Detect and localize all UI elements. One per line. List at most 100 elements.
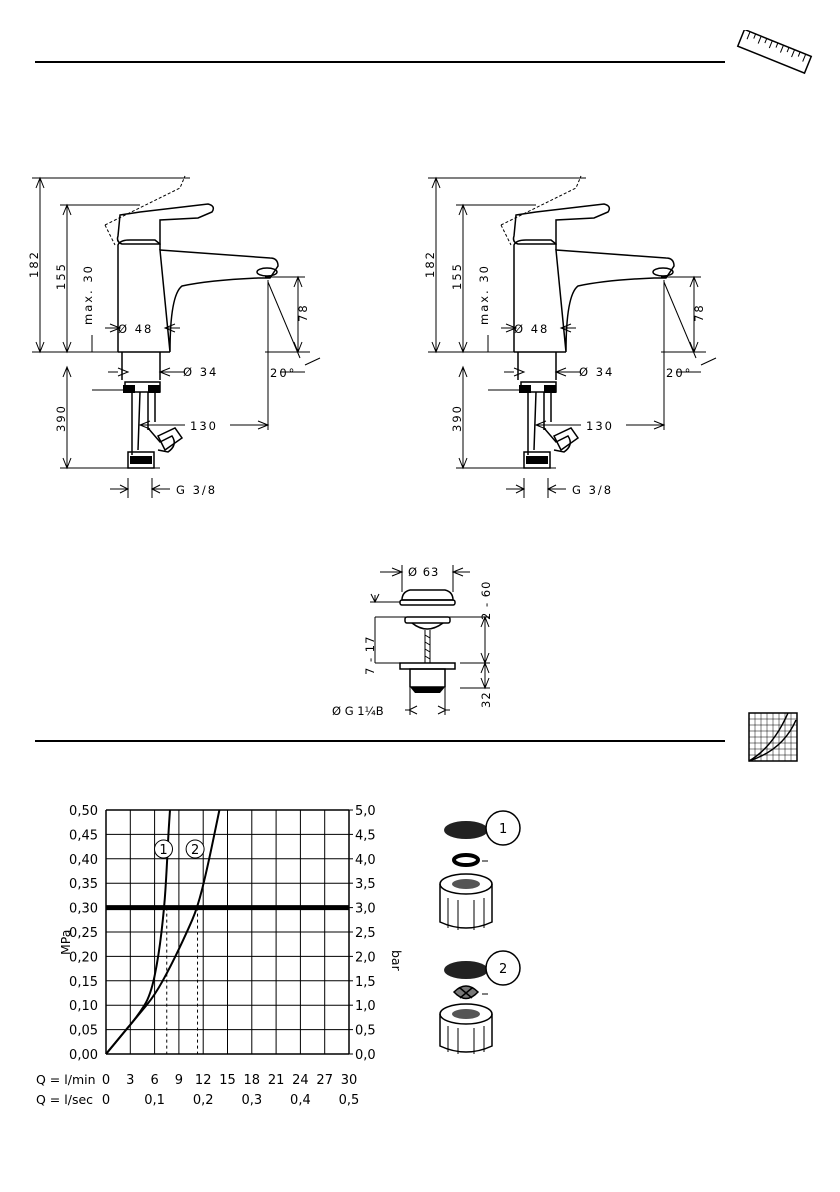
dim-130: 130 — [190, 419, 218, 433]
ruler-icon — [736, 30, 813, 75]
curve-label-circle-2 — [185, 839, 205, 859]
flow-chart: 0,500,450,400,350,300,250,200,150,100,05… — [36, 804, 404, 1108]
dim-63: Ø 63 — [408, 565, 439, 579]
tick-label-right: 2,0 — [355, 950, 376, 965]
aerator-2-restrictor — [452, 985, 480, 1000]
top-rule — [35, 61, 725, 63]
tick-label-left: 0,00 — [69, 1048, 98, 1063]
tick-label-x-sec: 0,1 — [144, 1093, 165, 1108]
tick-label-x-min: 6 — [150, 1073, 158, 1088]
tick-label-right: 4,5 — [355, 828, 376, 843]
tick-label-x-sec: 0,5 — [339, 1093, 360, 1108]
tick-label-left: 0,40 — [69, 853, 98, 868]
tick-label-x-min: 12 — [195, 1073, 212, 1088]
flow-chart-icon — [748, 712, 798, 762]
x-tick-labels-sec: 0 0,1 0,2 0,3 0,4 0,5 — [102, 1093, 359, 1108]
ylabel-right: bar — [389, 950, 404, 972]
tick-label-right: 2,5 — [355, 926, 376, 941]
dim-g38: G 3/8 — [572, 483, 613, 497]
tick-label-right: 1,0 — [355, 999, 376, 1014]
chart-grid — [105, 809, 350, 1055]
tick-label-right: 0,0 — [355, 1048, 376, 1063]
tick-label-right: 0,5 — [355, 1024, 376, 1039]
tick-label-left: 0,30 — [69, 902, 98, 917]
tick-label-x-min: 18 — [244, 1073, 261, 1088]
dim-2-60: 2 - 60 — [479, 581, 493, 620]
dim-182: 182 — [27, 250, 41, 278]
aerator-2-screen — [444, 961, 488, 979]
dimension-lines — [428, 176, 717, 498]
faucet-body — [500, 175, 675, 469]
dim-34: Ø 34 — [183, 365, 218, 379]
dim-78: 78 — [296, 303, 310, 322]
faucet-body — [104, 175, 279, 469]
section-rule — [35, 740, 725, 742]
dim-max30: max. 30 — [477, 264, 491, 325]
left-tick-labels: 0,50 0,45 0,40 0,35 0,30 0,25 0,20 0,15 0,10 0,05… — [69, 804, 98, 1063]
dim-182: 182 — [423, 250, 437, 278]
tick-label-left: 0,05 — [69, 1024, 98, 1039]
chart-curves — [105, 809, 221, 1055]
tick-label-right: 3,0 — [355, 902, 376, 917]
curve-label-circle-1 — [154, 839, 174, 859]
marker-2-label: 2 — [499, 962, 507, 977]
tick-label-x-min: 9 — [175, 1073, 183, 1088]
dim-130: 130 — [586, 419, 614, 433]
tick-label-left: 0,25 — [69, 926, 98, 941]
tick-label-x-min: 21 — [268, 1073, 285, 1088]
dim-7-17: 7 - 17 — [363, 636, 377, 675]
xlabel-min: Q = l/min — [36, 1072, 96, 1087]
tick-label-left: 0,20 — [69, 950, 98, 965]
tick-label-x-sec: 0,4 — [290, 1093, 311, 1108]
dim-390: 390 — [54, 404, 68, 432]
tick-label-left: 0,15 — [69, 975, 98, 990]
dim-155: 155 — [54, 262, 68, 290]
tick-label-left: 0,50 — [69, 804, 98, 819]
x-tick-labels-min: 0 3 6 9 12 15 18 21 24 27 30 — [102, 1073, 357, 1088]
aerator-illustrations: 1 2 — [439, 810, 521, 1054]
dim-20deg: 20° — [270, 366, 296, 380]
dim-32: 32 — [479, 691, 493, 708]
dim-20deg: 20° — [666, 366, 692, 380]
tick-label-x-min: 30 — [341, 1073, 358, 1088]
faucet-drawing-right: 182 155 max. 30 Ø 48 78 Ø 34 20° 390 130… — [423, 175, 717, 498]
right-tick-labels: 5,0 4,5 4,0 3,5 3,0 2,5 2,0 1,5 1,0 0,5 0,0 — [349, 804, 376, 1063]
tick-label-x-min: 3 — [126, 1073, 134, 1088]
aerator-1-body — [439, 873, 493, 930]
aerator-2-body — [439, 1003, 493, 1054]
dim-48: Ø 48 — [514, 322, 549, 336]
waste-valve-drawing: Ø 63 2 - 60 7 - 17 32 Ø G 1¼B — [332, 565, 493, 718]
ylabel-left: MPa — [58, 930, 73, 955]
dim-48: Ø 48 — [118, 322, 153, 336]
tick-label-left: 0,10 — [69, 999, 98, 1014]
tick-label-x-sec: 0,3 — [241, 1093, 262, 1108]
tick-label-right: 4,0 — [355, 853, 376, 868]
faucet-drawing-left: 182 155 max. 30 Ø 48 78 Ø 34 20° 390 130… — [27, 175, 321, 498]
dim-78: 78 — [692, 303, 706, 322]
tick-label-x-min: 24 — [292, 1073, 309, 1088]
tick-label-right: 5,0 — [355, 804, 376, 819]
dim-390: 390 — [450, 404, 464, 432]
dimension-lines — [32, 176, 321, 498]
tick-label-right: 3,5 — [355, 877, 376, 892]
tick-label-right: 1,5 — [355, 975, 376, 990]
flow-curve-2 — [105, 809, 221, 1055]
marker-2 — [485, 950, 521, 986]
dim-max30: max. 30 — [81, 264, 95, 325]
tick-label-left: 0,45 — [69, 828, 98, 843]
tick-label-x-sec: 0,2 — [193, 1093, 214, 1108]
tick-label-left: 0,35 — [69, 877, 98, 892]
tick-label-x-min: 15 — [219, 1073, 236, 1088]
tick-label-x-sec: 0 — [102, 1093, 110, 1108]
curve-label-1: 1 — [159, 843, 167, 858]
tick-label-x-min: 27 — [316, 1073, 333, 1088]
curve-label-2: 2 — [191, 843, 199, 858]
dim-thread: Ø G 1¼B — [332, 704, 384, 718]
marker-1-label: 1 — [499, 822, 507, 837]
dim-g38: G 3/8 — [176, 483, 217, 497]
aerator-1-ring — [452, 853, 480, 867]
marker-1 — [485, 810, 521, 846]
tick-label-x-min: 0 — [102, 1073, 110, 1088]
xlabel-sec: Q = l/sec — [36, 1092, 93, 1107]
